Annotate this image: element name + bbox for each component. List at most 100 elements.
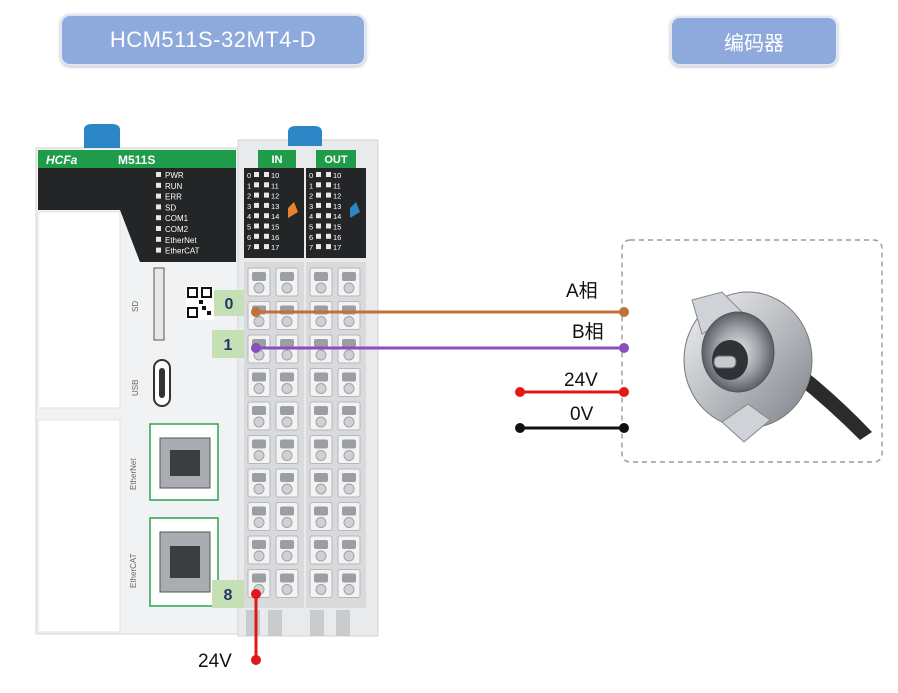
io-point-label: 13 — [333, 202, 341, 211]
terminal-release-icon — [280, 506, 294, 516]
terminal-hole-icon — [343, 517, 355, 528]
io-led-icon — [254, 202, 259, 208]
terminal-release-icon — [342, 406, 356, 415]
terminal-hole-icon — [315, 349, 327, 361]
terminal-release-icon — [314, 573, 328, 583]
terminal-hole-icon — [315, 316, 327, 327]
wire-24v: 24V — [515, 370, 629, 397]
terminal-hole-icon — [253, 483, 265, 495]
terminal-0-tag: 0 — [214, 290, 244, 316]
led-indicator-icon — [156, 226, 161, 231]
svg-text:8: 8 — [224, 587, 233, 604]
terminal-hole-icon — [343, 416, 355, 428]
io-led-icon — [316, 192, 321, 198]
plc-controller: HCFa M511S PWRRUNERRSDCOM1COM2EtherNetEt… — [35, 124, 239, 635]
brand-logo: HCFa — [46, 153, 78, 167]
io-led-icon — [264, 244, 269, 250]
led-label-ethernet: EtherNet — [165, 236, 197, 245]
terminal-release-icon — [342, 272, 356, 281]
wire-0v: 0V — [515, 404, 629, 433]
io-led-icon — [264, 172, 269, 177]
terminal-release-icon — [280, 540, 294, 549]
io-point-label: 12 — [271, 192, 279, 201]
io-point-label: 15 — [333, 223, 341, 232]
io-led-icon — [254, 182, 259, 188]
io-led-icon — [326, 202, 331, 208]
led-label-pwr: PWR — [165, 171, 184, 180]
terminal-release-icon — [252, 573, 266, 583]
bottom-24v-label: 24V — [198, 651, 232, 672]
a-phase-label: A相 — [566, 280, 598, 302]
terminal-release-icon — [342, 506, 356, 516]
io-point-label: 10 — [333, 171, 341, 180]
io-point-label: 12 — [333, 192, 341, 201]
led-indicator-icon — [156, 193, 161, 199]
module-logo-icon — [350, 202, 360, 218]
io-point-label: 5 — [247, 223, 251, 232]
terminal-hole-icon — [253, 282, 265, 294]
io-led-icon — [326, 182, 331, 188]
io-point-label: 6 — [247, 233, 251, 242]
led-label-run: RUN — [165, 182, 183, 191]
io-point-label: 13 — [271, 202, 279, 211]
io-point-label: 2 — [309, 192, 313, 201]
io-point-label: 11 — [333, 181, 341, 190]
io-point-label: 17 — [333, 243, 341, 252]
terminal-release-icon — [252, 473, 266, 482]
terminal-release-icon — [252, 372, 266, 382]
led-indicator-icon — [156, 236, 161, 242]
io-point-label: 4 — [247, 212, 251, 221]
io-point-label: 10 — [271, 171, 279, 180]
din-clip-icon — [84, 124, 120, 148]
terminal-release-icon — [342, 439, 356, 449]
out-label: OUT — [324, 154, 348, 166]
sd-slot[interactable] — [153, 267, 165, 341]
v0-label: 0V — [570, 404, 594, 425]
led-indicator-icon — [156, 215, 161, 221]
terminal-release-icon — [252, 406, 266, 415]
ethernet-label: EtherNet — [129, 458, 138, 490]
io-led-icon — [254, 213, 259, 219]
terminal-release-icon — [280, 573, 294, 583]
io-led-icon — [326, 244, 331, 250]
terminal-hole-icon — [343, 584, 355, 595]
wire-a-phase: A相 — [251, 280, 629, 317]
terminal-hole-icon — [315, 550, 327, 562]
terminal-hole-icon — [253, 517, 265, 528]
io-led-icon — [316, 244, 321, 250]
io-led-icon — [326, 233, 331, 239]
sd-label: SD — [131, 301, 140, 312]
io-led-icon — [254, 233, 259, 239]
io-led-icon — [316, 233, 321, 239]
terminal-hole-icon — [281, 383, 293, 394]
io-point-label: 6 — [309, 233, 313, 242]
terminal-hole-icon — [253, 416, 265, 428]
terminal-release-icon — [314, 439, 328, 449]
io-led-icon — [316, 172, 321, 177]
terminal-release-icon — [314, 272, 328, 281]
terminal-hole-icon — [343, 483, 355, 495]
terminal-hole-icon — [343, 282, 355, 294]
io-point-label: 7 — [247, 243, 251, 252]
io-led-icon — [254, 172, 259, 177]
terminal-release-icon — [280, 372, 294, 382]
io-led-icon — [264, 192, 269, 198]
terminal-release-icon — [280, 339, 294, 348]
terminal-hole-icon — [343, 450, 355, 461]
io-led-icon — [316, 223, 321, 229]
terminal-hole-icon — [315, 282, 327, 294]
qr-code — [186, 286, 214, 320]
terminal-release-icon — [342, 372, 356, 382]
svg-text:0: 0 — [225, 296, 234, 313]
io-led-icon — [264, 202, 269, 208]
led-panel — [38, 168, 236, 262]
terminal-hole-icon — [281, 517, 293, 528]
module-clip-icon — [288, 126, 322, 146]
io-point-label: 3 — [247, 202, 251, 211]
terminal-release-icon — [280, 406, 294, 415]
terminal-hole-icon — [281, 316, 293, 327]
led-indicator-icon — [156, 182, 161, 188]
terminal-release-icon — [252, 439, 266, 449]
